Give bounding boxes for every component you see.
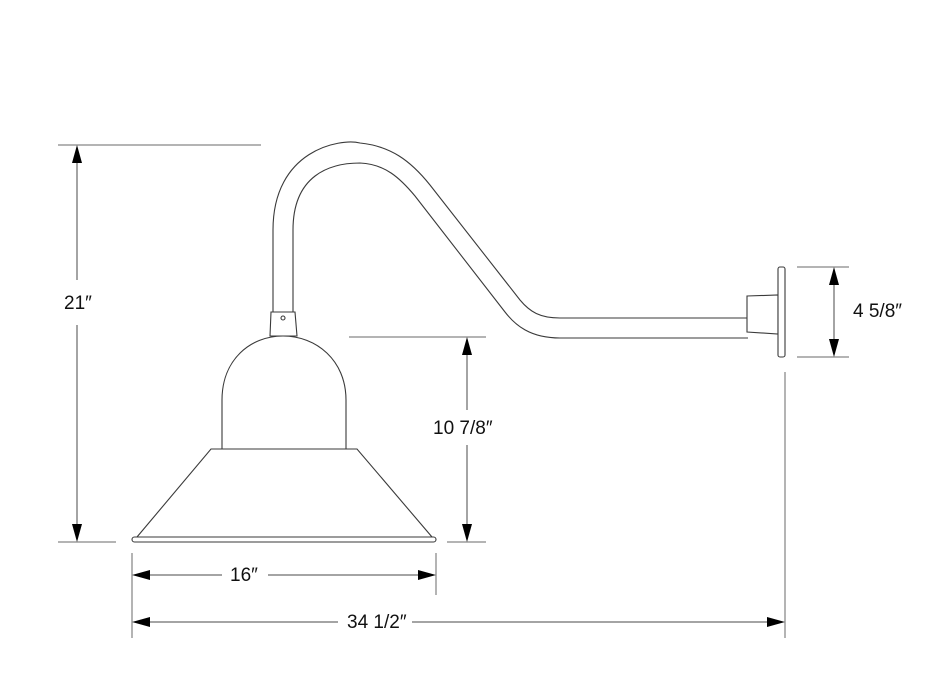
- wall-bracket: [746, 266, 786, 358]
- label-shade-width: 16″: [228, 565, 260, 586]
- label-shade-height: 10 7/8″: [431, 418, 495, 439]
- dimension-overall-projection: [132, 372, 786, 638]
- gooseneck-arm: [272, 141, 748, 339]
- dimension-overall-height: [58, 144, 261, 543]
- dimension-shade-width: [131, 553, 437, 638]
- arm-collar: [269, 311, 298, 337]
- dimension-shade-height: [349, 336, 486, 543]
- label-backplate-height: 4 5/8″: [851, 301, 904, 322]
- dome-cap: [221, 335, 347, 450]
- conical-shade: [135, 448, 434, 538]
- shade-rim: [131, 536, 437, 543]
- dimension-backplate-height: [797, 266, 849, 358]
- backplate: [777, 266, 786, 358]
- label-overall-height: 21″: [62, 293, 94, 314]
- label-overall-projection: 34 1/2″: [345, 612, 409, 633]
- set-screw-icon: [280, 315, 286, 321]
